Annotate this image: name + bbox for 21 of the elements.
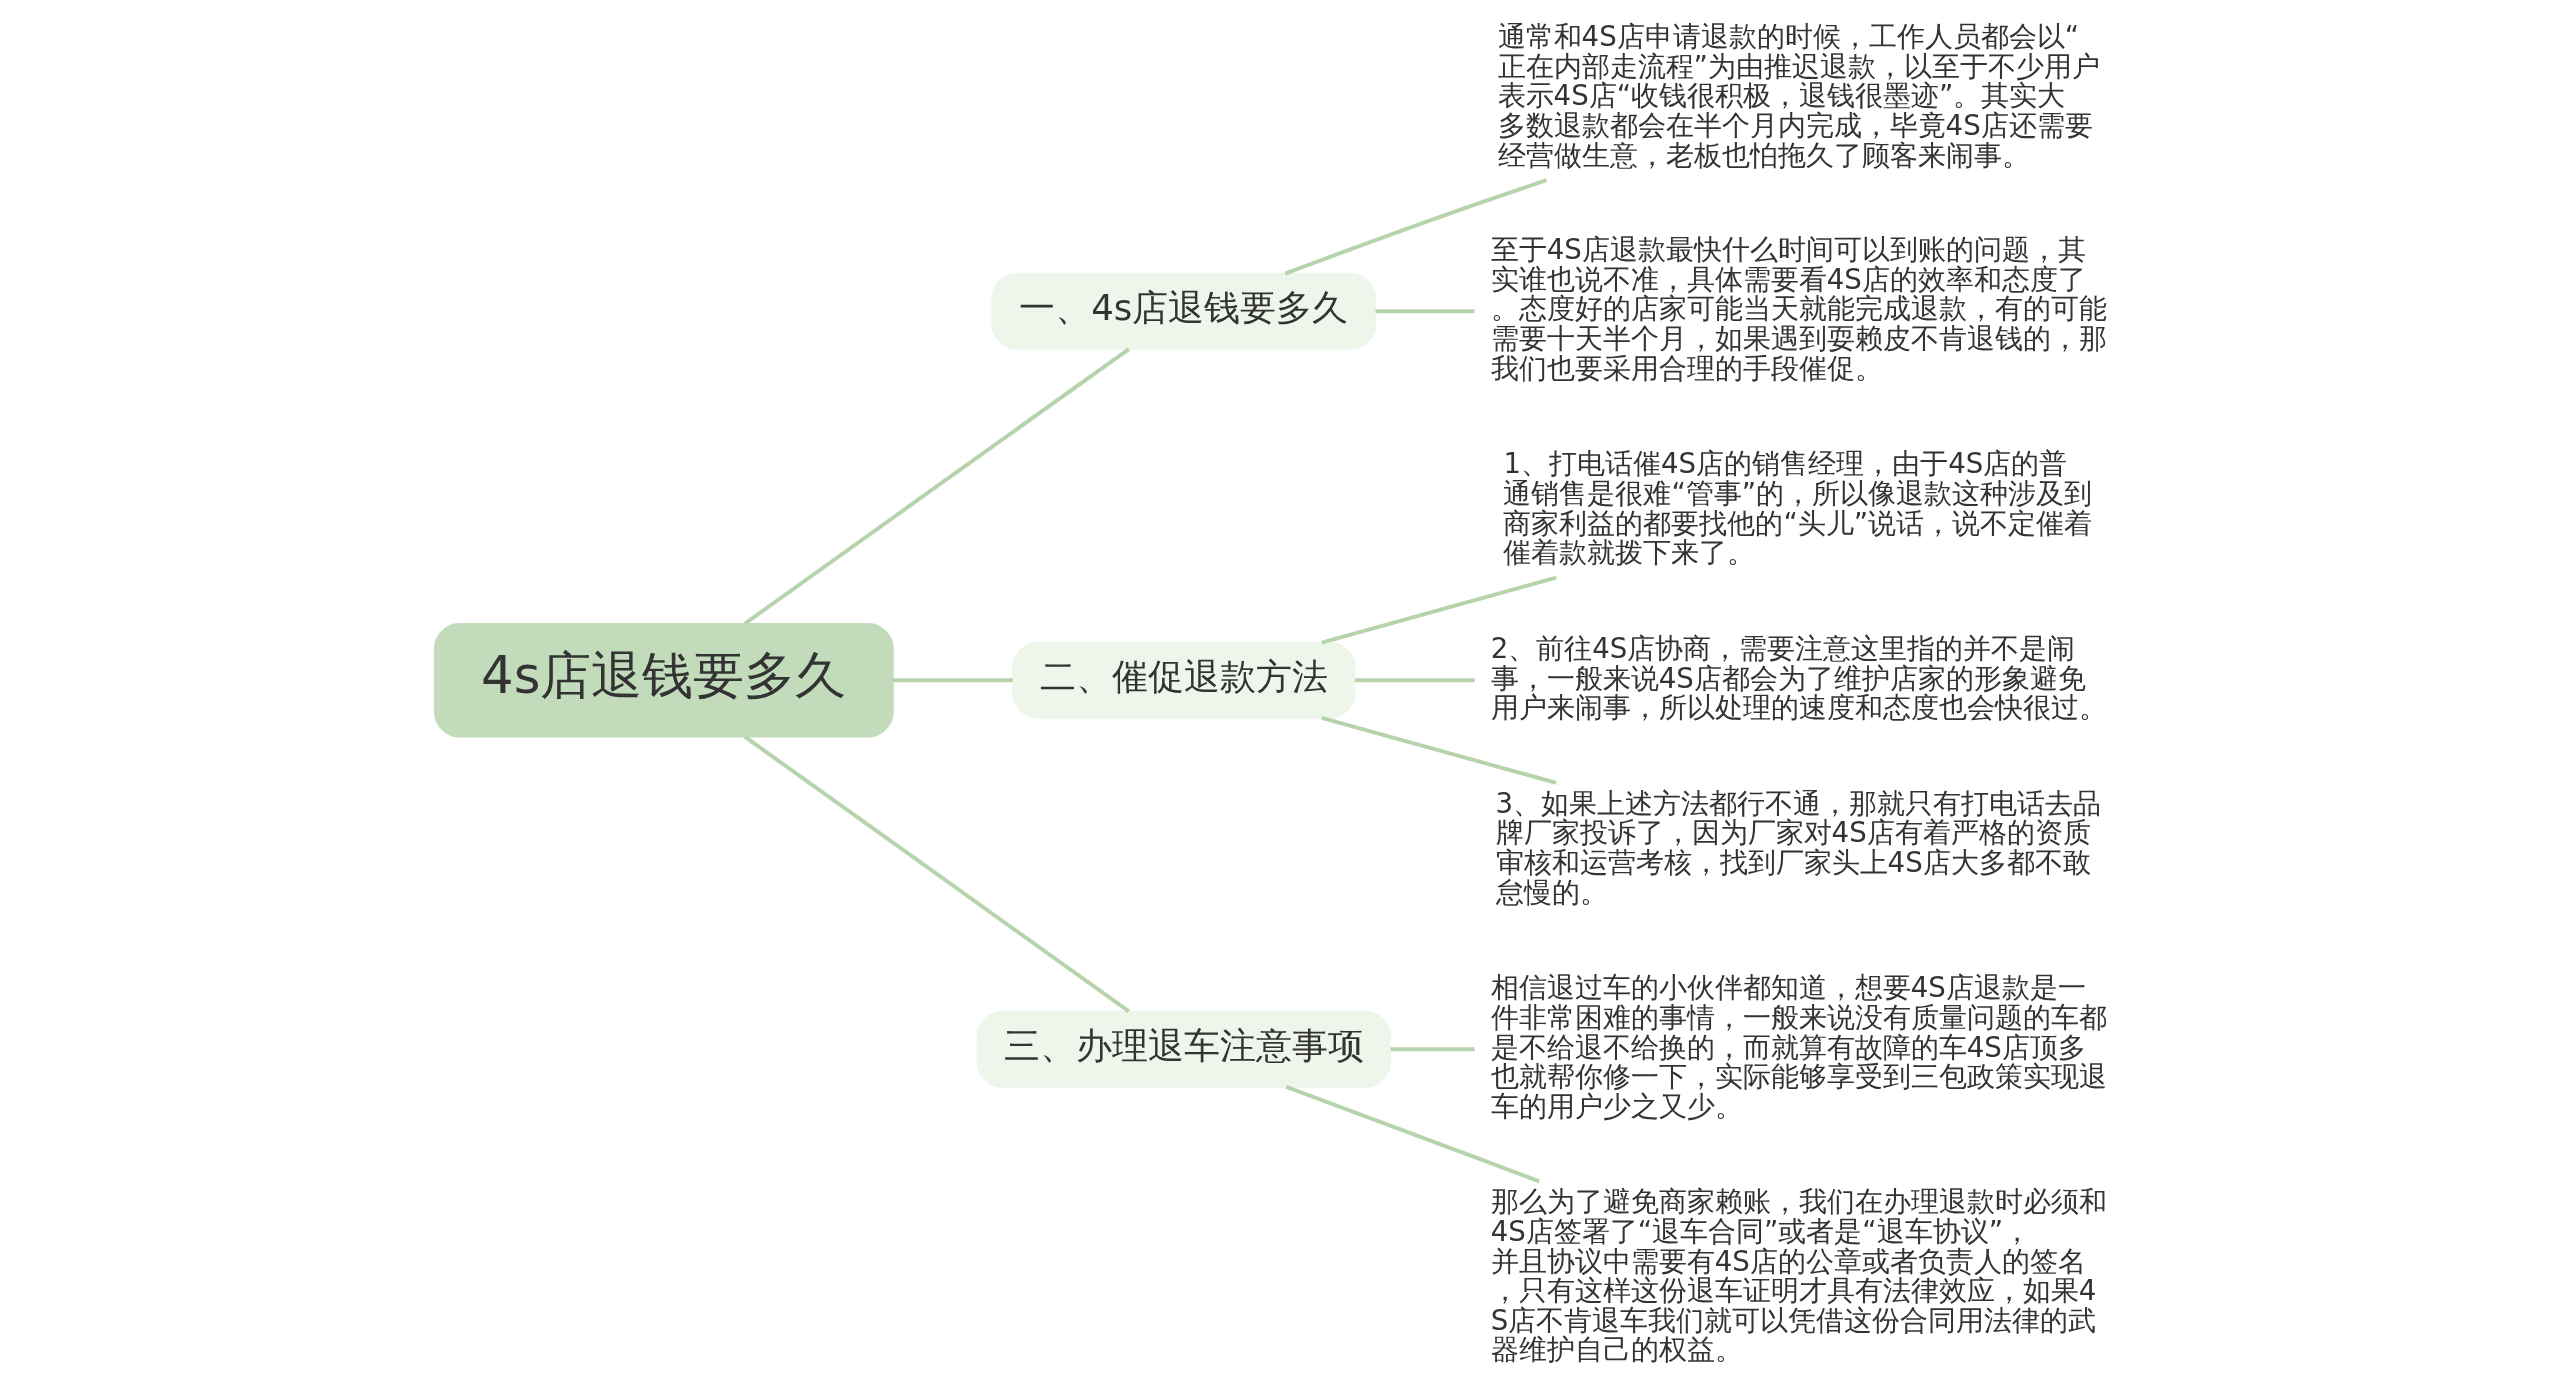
connector <box>1354 678 1475 683</box>
node-text: 通常和4S店申请退款的时候，工作人员都会以“正在内部走流程”为由推迟退款，以至于不少用户表示4S店“收钱很积极，退钱很墨迹”。其实大多数退款都会在半个月内完成，毕竟4S店还需要经营做生意，老板也怕拖久了顾客来闹事。 <box>1497 20 2100 172</box>
node-box: 4s店退钱要多久 <box>433 622 894 738</box>
connector <box>743 735 1130 1013</box>
connector <box>1320 575 1557 645</box>
connector <box>1283 178 1547 276</box>
node-box: 三、办理退车注意事项 <box>976 1010 1391 1088</box>
connector <box>1390 1047 1475 1052</box>
connector <box>892 678 1013 683</box>
node-text: 那么为了避免商家赖账，我们在办理退款时必须和4S店签署了“退车合同”或者是“退车协议”，并且协议中需要有4S店的公章或者负责人的签名，只有这样这份退车证明才具有法律效应，如果4S店不肯退车我们就可以凭借这份合同用法律的武器维护自己的权益。 <box>1490 1185 2107 1367</box>
node-text: 至于4S店退款最快什么时间可以到账的问题，其实谁也说不准，具体需要看4S店的效率和态度了。态度好的店家可能当天就能完成退款，有的可能需要十天半个月，如果遇到耍赖皮不肯退钱的，那我们也要采用合理的手段催促。 <box>1490 233 2107 385</box>
node-box: 二、催促退款方法 <box>1011 641 1355 719</box>
node-box: 一、4s店退钱要多久 <box>990 272 1376 350</box>
connector <box>1285 1084 1540 1184</box>
node-text: 1、打电话催4S店的销售经理，由于4S店的普通销售是很难“管事”的，所以像退款这种涉及到商家利益的都要找他的“头儿”说话，说不定催着催着款就拨下来了。 <box>1503 447 2092 570</box>
connector <box>1374 309 1475 314</box>
connector <box>1320 715 1557 785</box>
node-text: 3、如果上述方法都行不通，那就只有打电话去品牌厂家投诉了，因为厂家对4S店有着严格的资质审核和运营考核，找到厂家头上4S店大多都不敢怠慢的。 <box>1495 786 2101 909</box>
connector <box>743 347 1130 626</box>
node-text: 2、前往4S店协商，需要注意这里指的并不是闹事，一般来说4S店都会为了维护店家的形象避免用户来闹事，所以处理的速度和态度也会快很过。 <box>1490 631 2107 725</box>
node-text: 相信退过车的小伙伴都知道，想要4S店退款是一件非常困难的事情，一般来说没有质量问题的车都是不给退不给换的，而就算有故障的车4S店顶多也就帮你修一下，实际能够享受到三包政策实现退车的用户少之又少。 <box>1490 971 2107 1123</box>
